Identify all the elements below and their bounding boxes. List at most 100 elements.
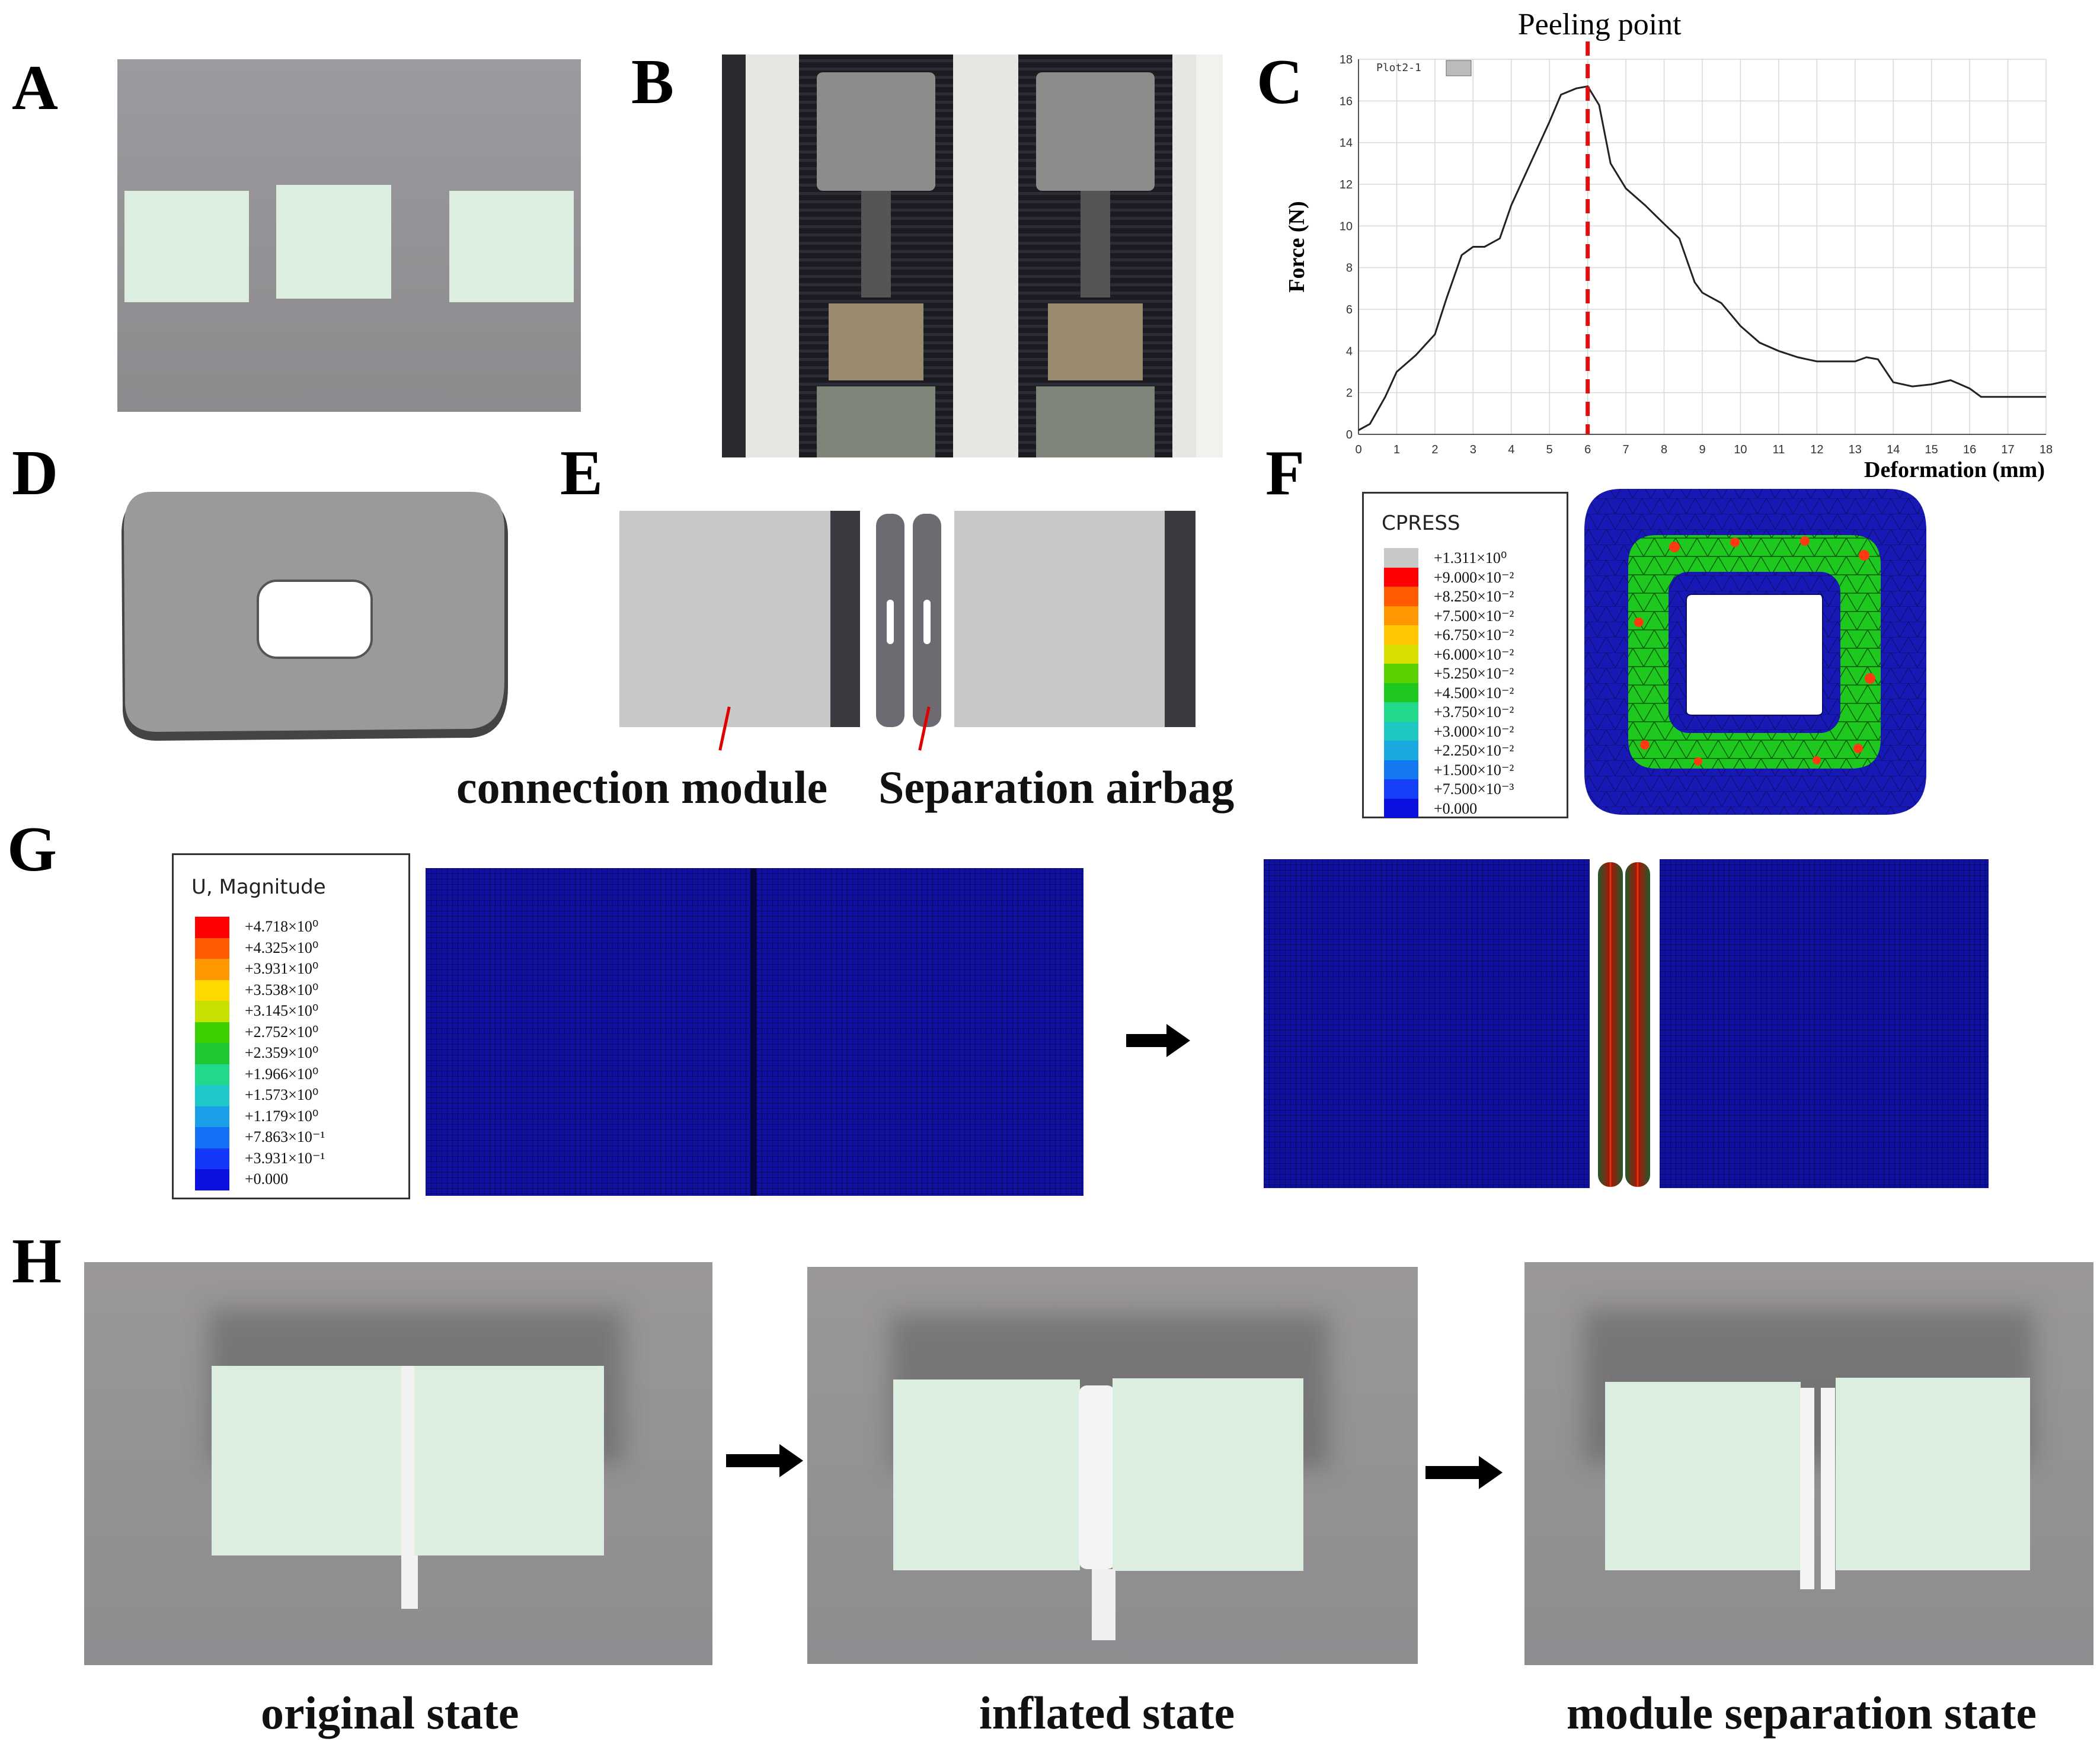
legend-row: +3.000×10⁻² [1384,721,1562,742]
legend-swatch [1384,683,1418,702]
module-block-right [954,511,1165,727]
x-tick-label: 9 [1699,443,1705,456]
legend-value: +0.000 [245,1170,289,1188]
x-tick-label: 0 [1355,443,1361,456]
y-axis-label: Force (N) [1284,201,1309,292]
foam-module [413,1366,604,1555]
fe-model-right-block [1660,859,1989,1188]
legend-row: +3.145×10⁰ [195,1001,391,1022]
y-tick-label: 6 [1346,303,1353,316]
x-tick-label: 10 [1734,443,1747,456]
module-block-left [619,511,830,727]
foam-module [1836,1378,2030,1570]
arrow-icon [1425,1466,1480,1479]
force-curve [1358,85,2046,431]
legend-row: +3.931×10⁻¹ [195,1148,391,1169]
lower-grip [1048,303,1143,380]
legend-swatch [1384,548,1418,568]
y-tick-label: 16 [1340,95,1353,108]
peeling-point-label: Peeling point [1518,8,1682,41]
legend-swatch [195,1022,229,1043]
inflated-airbag [1593,862,1658,1187]
legend-swatch [195,1169,229,1190]
legend-row: +1.500×10⁻² [1384,760,1562,780]
legend-value: +7.500×10⁻³ [1434,780,1514,798]
caption-module-separation-state: module separation state [1567,1687,2037,1739]
legend-title: U, Magnitude [191,875,326,899]
legend-swatch [195,1064,229,1085]
x-tick-label: 2 [1431,443,1438,456]
x-tick-label: 12 [1810,443,1823,456]
airbag-layer [1800,1388,1814,1589]
foam-module [1113,1378,1303,1571]
arrow-icon [1126,1034,1168,1047]
x-tick-label: 15 [1925,443,1938,456]
photo-tensile-test [722,55,1223,457]
panel-label-f: F [1265,438,1305,508]
legend-row: +6.000×10⁻² [1384,644,1562,665]
legend-swatch [1384,625,1418,645]
legend-value: +4.718×10⁰ [245,918,319,935]
legend-swatch [1446,60,1472,76]
x-tick-label: 4 [1508,443,1514,456]
foam-module [124,191,249,302]
legend-value: +3.145×10⁰ [245,1002,319,1019]
legend-row: +3.750×10⁻² [1384,702,1562,722]
legend-value: +7.500×10⁻² [1434,607,1514,625]
x-tick-label: 13 [1849,443,1862,456]
legend-swatch [1384,664,1418,683]
gap-line [750,868,756,1196]
caption-inflated-state: inflated state [979,1687,1235,1739]
legend-row: +8.250×10⁻² [1384,587,1562,607]
x-tick-label: 7 [1623,443,1629,456]
legend-row: +1.573×10⁰ [195,1085,391,1106]
legend-swatch [1384,644,1418,664]
x-tick-label: 8 [1661,443,1667,456]
legend-swatch [1384,741,1418,760]
photo-three-modules [117,59,581,412]
legend-row: +3.931×10⁰ [195,959,391,980]
legend-row: +0.000 [195,1169,391,1190]
legend-value: +3.931×10⁻¹ [245,1149,325,1167]
legend-row: +1.966×10⁰ [195,1064,391,1085]
caption-connection-module: connection module [456,761,828,813]
legend-swatch [1384,567,1418,587]
x-tick-label: 3 [1470,443,1476,456]
legend-value: +5.250×10⁻² [1434,665,1514,682]
upper-grip [1036,72,1155,191]
legend-value: +1.179×10⁰ [245,1107,319,1125]
panel-label-e: E [560,438,603,508]
legend-row: +7.500×10⁻³ [1384,779,1562,799]
panel-label-d: D [12,438,58,508]
legend-value: +3.750×10⁻² [1434,703,1514,721]
legend-swatch [1384,760,1418,779]
legend-value: +6.750×10⁻² [1434,626,1514,644]
legend-row: +7.863×10⁻¹ [195,1127,391,1148]
legend-value: +4.325×10⁰ [245,939,319,956]
y-tick-label: 8 [1346,262,1353,275]
legend-row: +3.538×10⁰ [195,980,391,1001]
fe-model-left-block [1264,859,1590,1188]
legend-swatch [195,937,229,959]
legend-value: +3.931×10⁰ [245,960,319,977]
legend-row: +2.359×10⁰ [195,1043,391,1064]
y-tick-label: 2 [1346,387,1353,400]
legend-row: +1.179×10⁰ [195,1106,391,1127]
y-tick-label: 4 [1346,345,1353,358]
legend-value: +0.000 [1434,799,1478,817]
lower-grip [829,303,923,380]
legend-value: +3.000×10⁻² [1434,722,1514,740]
upper-grip [817,72,935,191]
panel-label-a: A [12,53,58,123]
y-tick-label: 18 [1340,53,1353,66]
y-tick-label: 12 [1340,178,1353,191]
legend-row: +7.500×10⁻² [1384,606,1562,626]
connection-module-model [619,511,1236,751]
legend-value: +8.250×10⁻² [1434,588,1514,605]
foam-module [1605,1382,1801,1570]
foam-module [276,185,391,299]
chart-axes [1358,59,2046,435]
panel-label-h: H [12,1226,62,1297]
x-tick-label: 18 [2040,443,2053,456]
y-tick-label: 10 [1340,220,1353,233]
